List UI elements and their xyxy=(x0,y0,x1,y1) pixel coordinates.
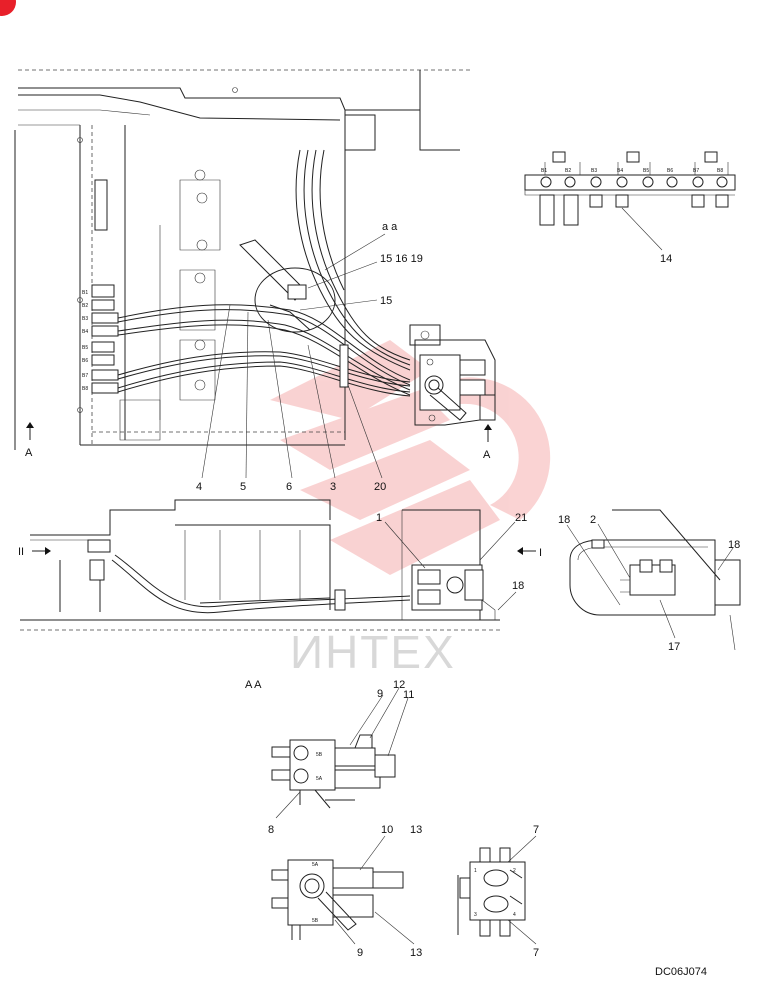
svg-text:1: 1 xyxy=(474,868,477,874)
block-labels-top: 5B 5A xyxy=(316,752,323,782)
leaders-detail-bottom xyxy=(334,835,415,945)
detail-valve-bottom-right xyxy=(457,847,526,937)
leaders-detail-side xyxy=(507,835,537,945)
clamp-20 xyxy=(339,344,349,388)
svg-text:B2: B2 xyxy=(565,168,571,174)
view-arrow-i: I xyxy=(517,547,542,559)
svg-text:12: 12 xyxy=(393,679,405,691)
svg-text:20: 20 xyxy=(374,481,386,493)
leaders-side xyxy=(384,521,517,611)
svg-text:I: I xyxy=(539,547,542,559)
detail-circle-aa xyxy=(239,239,336,333)
view-arrow-a-left: A xyxy=(25,422,34,459)
drawing-code: DC06J074 xyxy=(655,966,707,978)
callouts-detail-side: 7 7 xyxy=(533,824,539,959)
right-section-view xyxy=(569,509,741,651)
svg-text:A: A xyxy=(25,447,33,459)
callouts-detail-bottom: 10 13 9 13 xyxy=(357,824,422,959)
watermark-text: ИНТЕХ xyxy=(290,626,456,678)
svg-text:3: 3 xyxy=(330,481,336,493)
leaders-main xyxy=(201,233,386,479)
svg-text:B8: B8 xyxy=(82,386,88,392)
detail-valve-bottom-left xyxy=(271,859,404,940)
view-arrow-a-right: A xyxy=(483,424,492,461)
svg-text:B1: B1 xyxy=(82,290,88,296)
block-labels-bottom: 5A 5B xyxy=(312,862,319,924)
svg-text:15: 15 xyxy=(380,295,392,307)
svg-text:B8: B8 xyxy=(717,168,723,174)
svg-text:10: 10 xyxy=(381,824,393,836)
callouts-main: 15 16 19 15 4 5 6 3 20 xyxy=(196,253,423,493)
detail-circle-label: a a xyxy=(382,221,398,233)
svg-text:B1: B1 xyxy=(541,168,547,174)
svg-text:2: 2 xyxy=(590,514,596,526)
svg-text:17: 17 xyxy=(668,641,680,653)
valve-block-main xyxy=(414,339,496,426)
svg-text:B3: B3 xyxy=(82,316,88,322)
svg-text:18: 18 xyxy=(728,539,740,551)
svg-text:5B: 5B xyxy=(316,752,323,758)
svg-text:13: 13 xyxy=(410,947,422,959)
hose-bundle-side xyxy=(111,554,411,614)
svg-text:B2: B2 xyxy=(82,303,88,309)
leader-14 xyxy=(621,207,663,251)
svg-text:B7: B7 xyxy=(82,373,88,379)
svg-text:B6: B6 xyxy=(82,358,88,364)
corner-badge xyxy=(0,0,16,16)
svg-text:13: 13 xyxy=(410,824,422,836)
svg-text:A: A xyxy=(483,449,491,461)
svg-text:7: 7 xyxy=(533,824,539,836)
port-manifold-14 xyxy=(524,151,736,226)
svg-text:21: 21 xyxy=(515,512,527,524)
callout-14: 14 xyxy=(660,253,672,265)
svg-text:B5: B5 xyxy=(82,345,88,351)
svg-text:4: 4 xyxy=(196,481,202,493)
port-column-left xyxy=(91,179,119,394)
callouts-side: 1 21 18 xyxy=(376,512,527,592)
svg-text:5A: 5A xyxy=(316,776,323,782)
svg-text:5B: 5B xyxy=(312,918,319,924)
svg-text:B4: B4 xyxy=(617,168,623,174)
svg-text:2: 2 xyxy=(513,868,516,874)
svg-text:B6: B6 xyxy=(667,168,673,174)
svg-text:18: 18 xyxy=(512,580,524,592)
svg-text:5A: 5A xyxy=(312,862,319,868)
svg-text:6: 6 xyxy=(286,481,292,493)
detail-valve-top xyxy=(271,734,396,809)
side-view-frame xyxy=(20,499,500,631)
svg-text:B4: B4 xyxy=(82,329,88,335)
port-labels-manifold: B1 B2 B3 B4 B5 B6 B7 B8 xyxy=(541,168,723,174)
port-labels-left: B1 B2 B3 B4 B5 B6 B7 B8 xyxy=(82,290,88,392)
svg-text:8: 8 xyxy=(268,824,274,836)
watermark-logo xyxy=(270,340,551,575)
svg-text:9: 9 xyxy=(357,947,363,959)
svg-text:1: 1 xyxy=(376,512,382,524)
svg-text:9: 9 xyxy=(377,688,383,700)
valve-block-side xyxy=(411,564,496,620)
svg-text:7: 7 xyxy=(533,947,539,959)
hose-bundle-main xyxy=(117,149,411,397)
svg-text:11: 11 xyxy=(403,689,414,701)
view-arrow-ii: II xyxy=(18,546,51,558)
svg-text:3: 3 xyxy=(474,912,477,918)
callouts-detail-top: 9 12 11 8 xyxy=(268,679,414,836)
detail-aa-title: A A xyxy=(245,679,262,691)
svg-text:15 16 19: 15 16 19 xyxy=(380,253,423,265)
svg-text:B3: B3 xyxy=(591,168,597,174)
svg-text:B7: B7 xyxy=(693,168,699,174)
svg-text:II: II xyxy=(18,546,24,558)
svg-text:4: 4 xyxy=(513,912,516,918)
svg-text:B5: B5 xyxy=(643,168,649,174)
svg-text:5: 5 xyxy=(240,481,246,493)
callouts-right-section: 18 2 18 17 xyxy=(558,514,740,653)
leaders-right-section xyxy=(566,523,734,639)
leaders-detail-top xyxy=(275,687,409,819)
block-labels-side: 1 2 3 4 xyxy=(474,868,516,918)
svg-text:18: 18 xyxy=(558,514,570,526)
